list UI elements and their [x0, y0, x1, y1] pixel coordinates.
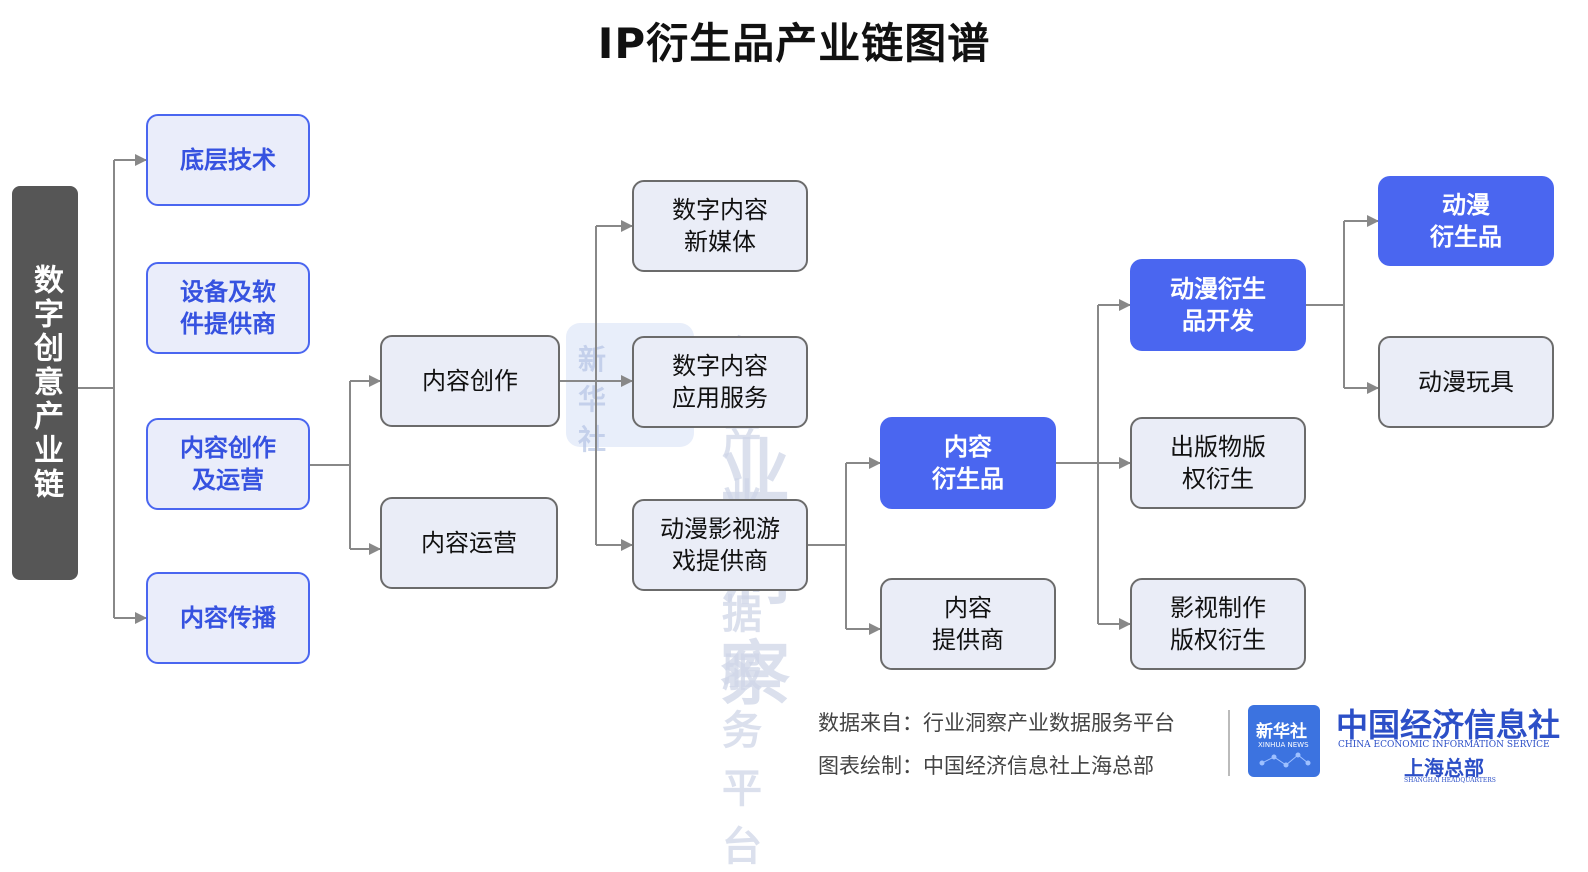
node-content-create-ops: 内容创作 及运营: [146, 418, 310, 510]
node-anime-derivative-dev: 动漫衍生 品开发: [1130, 259, 1306, 351]
brand-name-en: CHINA ECONOMIC INFORMATION SERVICE: [1338, 740, 1550, 750]
node-digital-new-media: 数字内容 新媒体: [632, 180, 808, 272]
node-devices-software: 设备及软 件提供商: [146, 262, 310, 354]
xinhua-logo-graphic: [1259, 752, 1311, 768]
footer-divider: [1228, 710, 1230, 776]
node-content-operation: 内容运营: [380, 497, 558, 589]
node-content-creation: 内容创作: [380, 335, 560, 427]
xinhua-logo: 新华社 XINHUA NEWS: [1248, 705, 1320, 777]
node-digital-app-service: 数字内容 应用服务: [632, 336, 808, 428]
xinhua-logo-en: XINHUA NEWS: [1258, 741, 1309, 749]
node-publication-copyright: 出版物版 权衍生: [1130, 417, 1306, 509]
footer-source: 数据来自：行业洞察产业数据服务平台: [818, 711, 1175, 735]
brand-name-cn: 中国经济信息社: [1336, 706, 1561, 744]
connector-lines: [78, 154, 1379, 635]
node-anime-film-game: 动漫影视游 戏提供商: [632, 499, 808, 591]
node-content-derivative: 内容 衍生品: [880, 417, 1056, 509]
node-film-copyright: 影视制作 版权衍生: [1130, 578, 1306, 670]
brand-sub-en: SHANGHAI HEADQUARTERS: [1404, 777, 1496, 784]
node-bottom-tech: 底层技术: [146, 114, 310, 206]
xinhua-logo-cn: 新华社: [1256, 722, 1307, 742]
footer-made-by: 图表绘制：中国经济信息社上海总部: [818, 754, 1154, 778]
node-anime-toys: 动漫玩具: [1378, 336, 1554, 428]
node-content-provider: 内容 提供商: [880, 578, 1056, 670]
brand-sub: 上海总部: [1404, 756, 1484, 780]
node-root-digital-creative-chain: 数字创意产业链: [12, 186, 78, 580]
page-title: IP衍生品产业链图谱: [597, 19, 991, 68]
node-anime-derivatives: 动漫 衍生品: [1378, 176, 1554, 266]
node-content-spread: 内容传播: [146, 572, 310, 664]
